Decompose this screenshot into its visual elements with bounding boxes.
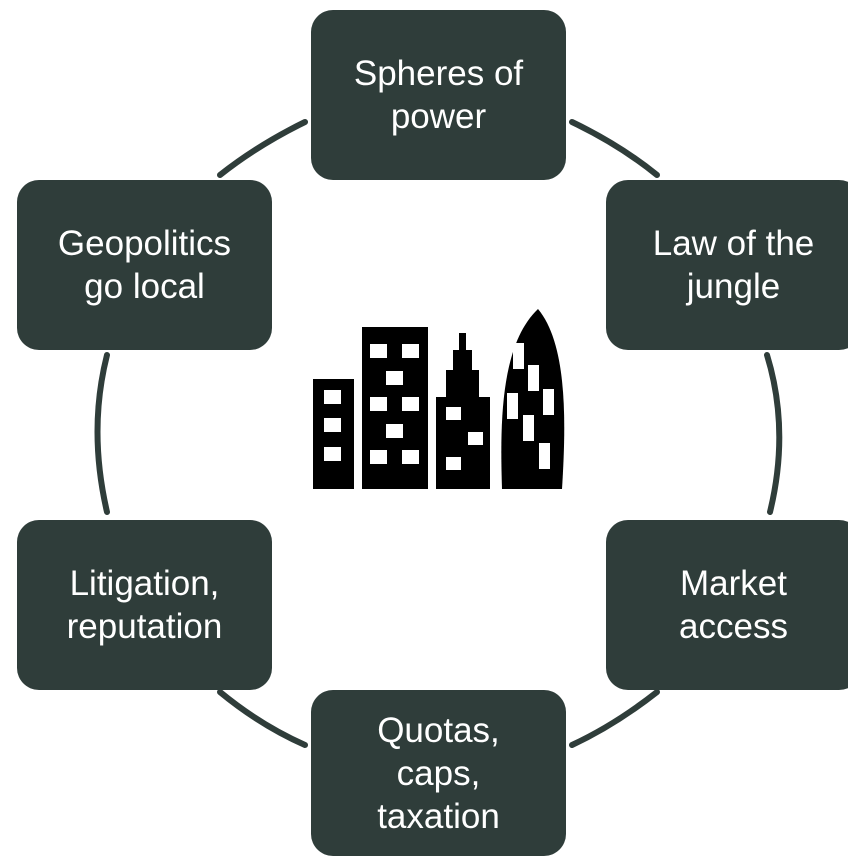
connector-upper-left-to-top bbox=[217, 119, 308, 178]
connector-top-to-upper-right bbox=[569, 119, 660, 178]
connector-lower-right-to-bottom bbox=[569, 689, 660, 748]
connector-bottom-to-lower-left bbox=[217, 689, 308, 748]
node-lower-left: Litigation, reputation bbox=[17, 520, 272, 690]
node-bottom-label: Quotas, caps, taxation bbox=[377, 710, 500, 836]
node-bottom: Quotas, caps, taxation bbox=[311, 690, 566, 856]
node-upper-left: Geopolitics go local bbox=[17, 180, 272, 350]
node-top: Spheres of power bbox=[311, 10, 566, 180]
node-lower-right-label: Market access bbox=[679, 564, 788, 646]
connector-lower-left-to-upper-left bbox=[94, 352, 110, 515]
connector-upper-right-to-lower-right bbox=[764, 352, 783, 515]
node-top-label: Spheres of power bbox=[353, 54, 524, 136]
node-upper-right: Law of the jungle bbox=[606, 180, 848, 350]
node-upper-left-label: Geopolitics go local bbox=[57, 224, 232, 306]
node-upper-right-label: Law of the jungle bbox=[652, 224, 815, 306]
city-buildings-icon bbox=[313, 309, 565, 489]
node-lower-left-label: Litigation, reputation bbox=[66, 564, 223, 646]
node-lower-right: Market access bbox=[606, 520, 848, 690]
